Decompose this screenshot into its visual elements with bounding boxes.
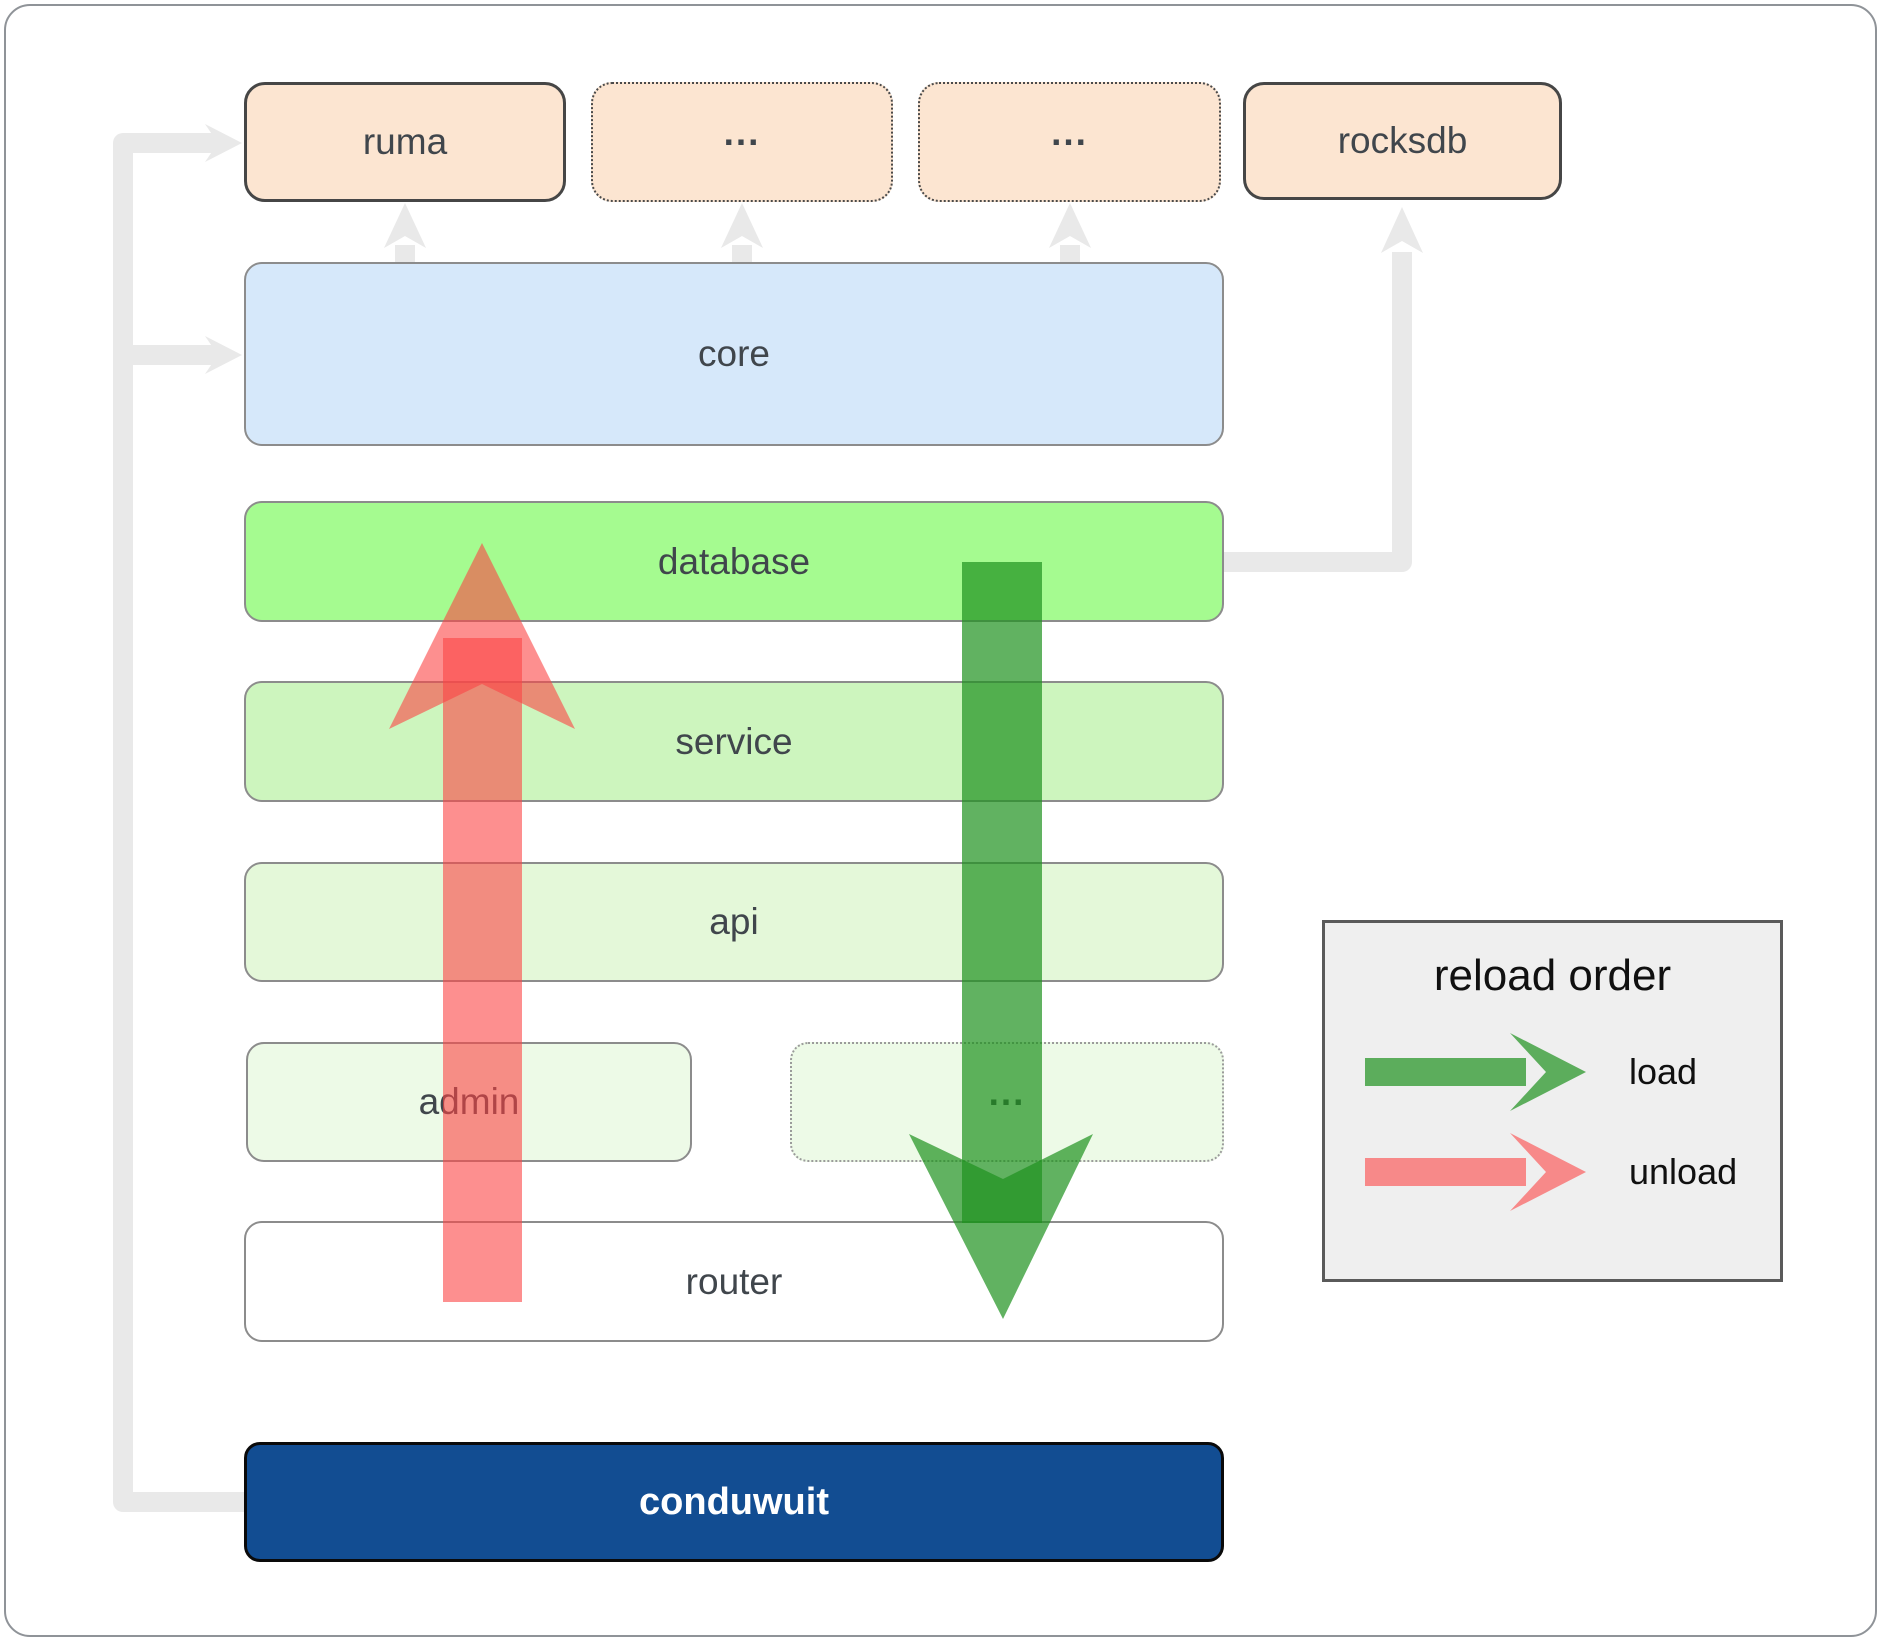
page-border xyxy=(4,4,1877,1637)
node-router-label: router xyxy=(685,1260,783,1302)
node-database-label: database xyxy=(657,540,811,582)
node-api-label: api xyxy=(709,901,759,942)
node-conduwuit: conduwuit xyxy=(244,1442,1224,1562)
legend-unload-label: unload xyxy=(1629,1151,1738,1192)
node-router: router xyxy=(244,1221,1224,1342)
node-rocksdb-label: rocksdb xyxy=(1337,120,1468,161)
legend-item-unload: unload xyxy=(1365,1131,1780,1213)
node-conduwuit-label: conduwuit xyxy=(639,1480,829,1523)
unload-arrow-icon xyxy=(1365,1133,1586,1211)
node-admin-label: admin xyxy=(418,1081,520,1122)
node-service-label: service xyxy=(675,720,793,762)
node-ellipsis-top-2-label: ... xyxy=(1051,112,1088,153)
node-ellipsis-top-1: ... xyxy=(591,82,893,202)
node-ellipsis-mid-label: ... xyxy=(988,1072,1026,1113)
node-api: api xyxy=(244,862,1224,982)
unload-arrow-shaft xyxy=(1365,1158,1526,1186)
legend-load-label: load xyxy=(1629,1051,1698,1092)
legend-item-load: load xyxy=(1365,1031,1780,1113)
node-admin: admin xyxy=(246,1042,692,1162)
node-rocksdb: rocksdb xyxy=(1243,82,1562,200)
unload-arrow-head xyxy=(1510,1133,1586,1211)
node-ellipsis-mid: ... xyxy=(790,1042,1224,1162)
load-arrow-icon xyxy=(1365,1033,1586,1111)
legend: reload order load unload xyxy=(1322,920,1783,1282)
load-arrow-head xyxy=(1510,1033,1586,1111)
legend-title: reload order xyxy=(1433,951,1672,1000)
node-ruma: ruma xyxy=(244,82,566,202)
load-arrow-shaft xyxy=(1365,1058,1526,1086)
node-core: core xyxy=(244,262,1224,446)
node-core-label: core xyxy=(698,333,770,374)
node-database: database xyxy=(244,501,1224,622)
node-ellipsis-top-1-label: ... xyxy=(723,112,761,153)
node-service: service xyxy=(244,681,1224,802)
node-ruma-label: ruma xyxy=(362,121,448,162)
node-ellipsis-top-2: ... xyxy=(918,82,1221,202)
